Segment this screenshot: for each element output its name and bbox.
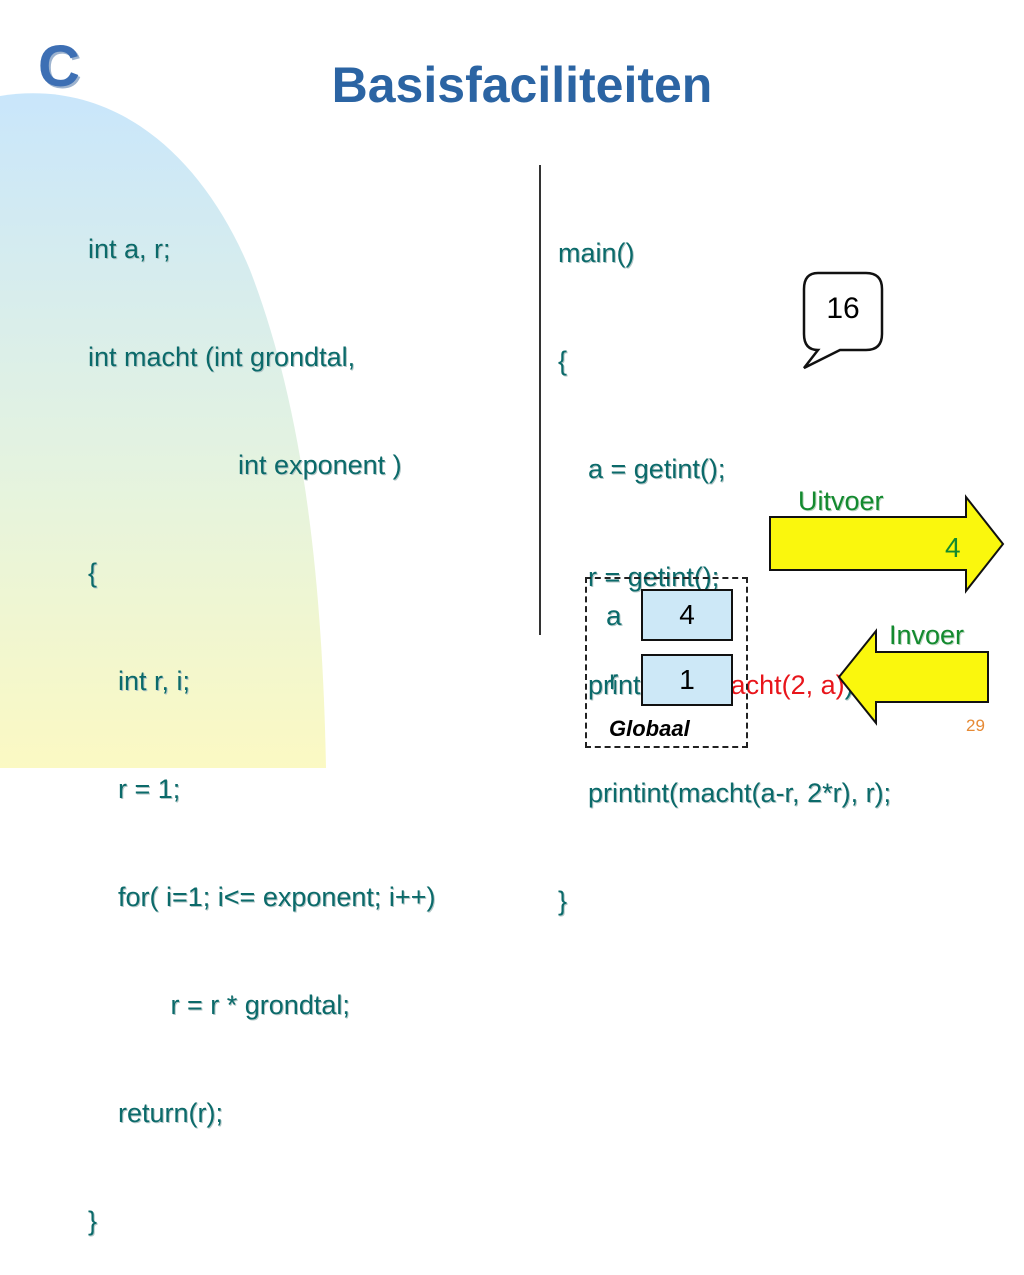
global-variables-box xyxy=(585,577,748,748)
code-line: int a, r; xyxy=(88,234,171,264)
speech-bubble-shape xyxy=(802,271,884,370)
var-r-value: 1 xyxy=(641,654,733,706)
code-line: int macht (int grondtal, xyxy=(88,342,356,372)
code-line: main() xyxy=(558,238,635,268)
code-line: r = 1; xyxy=(88,774,181,804)
bubble-value: 16 xyxy=(826,292,860,325)
var-r-label: r xyxy=(609,664,619,695)
code-line: { xyxy=(558,346,568,376)
code-line: int exponent ) xyxy=(88,450,402,480)
code-line: for( i=1; i<= exponent; i++) xyxy=(88,882,436,912)
column-divider xyxy=(539,165,541,635)
input-label: Invoer xyxy=(889,620,965,650)
output-value: 4 xyxy=(945,532,961,563)
code-line: } xyxy=(558,886,568,916)
output-label: Uitvoer xyxy=(798,486,884,516)
input-arrow-shape xyxy=(837,628,989,726)
code-line: int r, i; xyxy=(88,666,191,696)
code-line: return(r); xyxy=(88,1098,224,1128)
slide-title: Basisfaciliteiten xyxy=(331,57,713,113)
c-logo: C xyxy=(38,34,80,99)
code-line: r = r * grondtal; xyxy=(88,990,350,1020)
globals-caption: Globaal xyxy=(609,716,690,741)
code-line: } xyxy=(88,1206,98,1236)
code-line: { xyxy=(88,558,98,588)
code-line: a = getint(); xyxy=(558,454,726,484)
var-a-label: a xyxy=(606,600,622,631)
output-arrow-shape xyxy=(769,494,1005,594)
background-gradient-shape xyxy=(0,93,326,768)
code-line: printint(macht(a-r, 2*r), r); xyxy=(558,778,892,808)
var-a-value: 4 xyxy=(641,589,733,641)
diagram-shapes xyxy=(769,271,1005,726)
page-number: 29 xyxy=(966,716,985,735)
